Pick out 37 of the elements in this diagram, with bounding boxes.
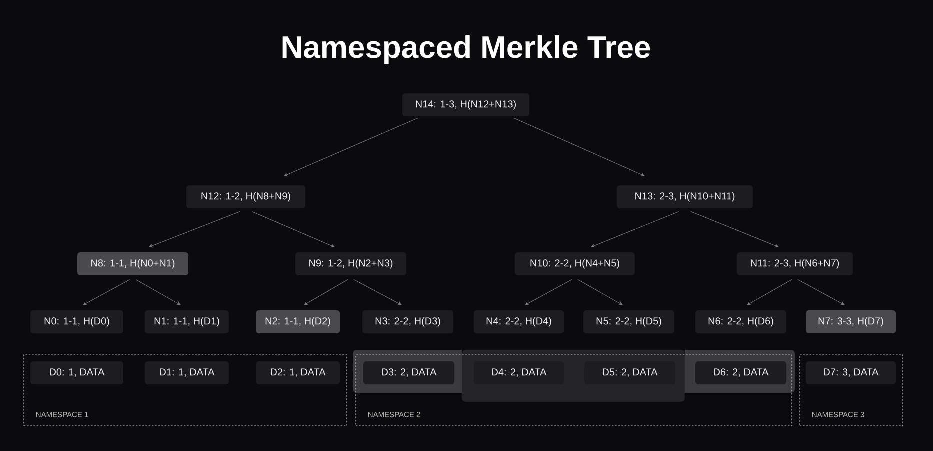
tree-node-box: N1: 1-1, H(D1) <box>145 310 229 334</box>
tree-node-box: N10: 2-2, H(N4+N5) <box>515 252 635 276</box>
tree-node-box: N5: 2-2, H(D5) <box>584 310 674 334</box>
arrow <box>798 279 845 306</box>
data-box: D0: 1, DATA <box>30 362 124 384</box>
data-box: D4: 2, DATA <box>474 362 564 384</box>
tree-node-box: N9: 1-2, H(N2+N3) <box>296 252 406 276</box>
tree-node-box: N11: 2-3, H(N6+N7) <box>737 252 853 276</box>
arrow <box>252 211 335 248</box>
arrow <box>747 279 792 306</box>
data-box: D3: 2, DATA <box>364 362 454 384</box>
tree-node-box: N3: 2-2, H(D3) <box>362 310 454 334</box>
arrow <box>136 279 181 306</box>
data-box: D7: 3, DATA <box>806 362 896 384</box>
arrow <box>149 211 240 248</box>
arrow <box>525 279 572 306</box>
tree-node-box: N7: 3-3, H(D7) <box>806 310 896 334</box>
arrow <box>690 211 779 248</box>
tree-node-box: N0: 1-1, H(D0) <box>30 310 124 334</box>
arrow <box>284 118 418 177</box>
tree-node-box: N14: 1-3, H(N12+N13) <box>402 94 530 116</box>
arrow <box>354 279 402 306</box>
tree-node-box: N8: 1-1, H(N0+N1) <box>78 252 188 276</box>
arrow <box>591 211 680 248</box>
tree-node-box: N4: 2-2, H(D4) <box>474 310 564 334</box>
tree-node-box: N2: 1-1, H(D2) <box>256 310 340 334</box>
tree-node-box: N6: 2-2, H(D6) <box>696 310 786 334</box>
arrow <box>578 279 623 306</box>
arrow <box>304 279 348 306</box>
data-box: D6: 2, DATA <box>696 362 786 384</box>
data-box: D2: 1, DATA <box>256 362 340 384</box>
tree-node-box: N13: 2-3, H(N10+N11) <box>617 186 753 208</box>
tree-node-box: N12: 1-2, H(N8+N9) <box>186 186 306 208</box>
data-box: D1: 1, DATA <box>145 362 229 384</box>
title: Namespaced Merkle Tree <box>282 36 650 64</box>
arrow <box>83 279 130 306</box>
data-box: D5: 2, DATA <box>584 362 676 384</box>
